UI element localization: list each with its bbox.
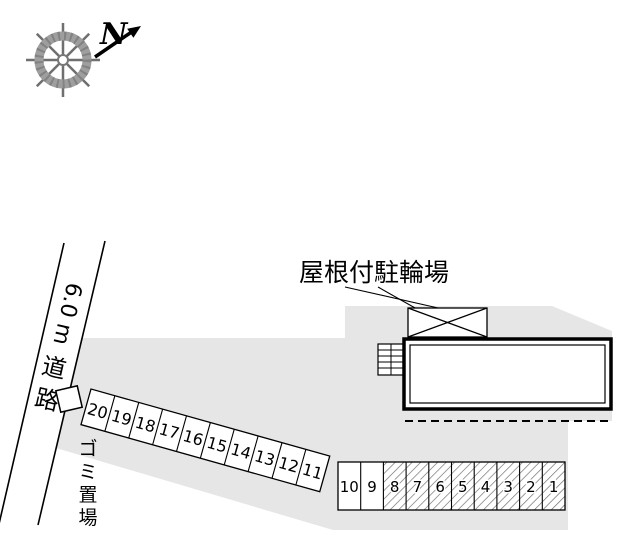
garbage-box — [54, 384, 84, 414]
compass-ring-texture — [34, 31, 92, 89]
stall-number: 14 — [229, 439, 254, 463]
building-outline — [402, 337, 613, 411]
compass-center — [57, 54, 69, 66]
garbage-area: ゴ ミ 置 場 — [54, 384, 98, 529]
stall-divider — [247, 435, 259, 472]
stall-number: 3 — [503, 478, 513, 496]
covered-bicycle-parking: 屋根付駐輪場 — [299, 258, 488, 338]
north-label: N — [99, 17, 129, 52]
stall-number: 8 — [390, 478, 400, 496]
north-arrow-shaft — [94, 29, 134, 59]
north-arrow-head — [127, 26, 141, 38]
stall-number: 15 — [205, 433, 230, 457]
compass-rose — [26, 23, 100, 97]
stall-number: 20 — [85, 399, 110, 423]
stall-number: 4 — [481, 478, 491, 496]
stall-number: 11 — [300, 460, 325, 484]
stairs-hatch — [378, 344, 404, 375]
road: 6.0 m 道 路 — [0, 240, 106, 526]
stall-number: 1 — [549, 478, 559, 496]
parking-row-diagonal: 20 19 18 17 16 15 14 13 12 11 — [80, 388, 331, 493]
stall-number: 19 — [109, 406, 134, 430]
stall-divider — [271, 442, 283, 479]
building-inner-line — [409, 344, 606, 404]
building — [377, 337, 613, 422]
stall-divider — [199, 422, 211, 459]
bicycle-parking-label: 屋根付駐輪場 — [299, 258, 449, 287]
garbage-label-char-2: ミ — [78, 461, 97, 483]
garbage-label-char-4: 場 — [78, 507, 97, 529]
bicycle-shed-diagonal — [407, 307, 488, 338]
stall-number: 5 — [458, 478, 468, 496]
garbage-label-char-3: 置 — [78, 484, 97, 506]
stall-number: 17 — [157, 419, 182, 443]
north-arrow: N — [94, 17, 141, 59]
stall-number: 13 — [252, 446, 277, 470]
stall-number: 7 — [413, 478, 423, 496]
stall-divider — [175, 415, 188, 452]
garbage-label-char-1: ゴ — [78, 438, 97, 460]
stall-divider — [128, 402, 140, 439]
leader-line — [344, 286, 448, 311]
stall-divider — [104, 395, 116, 432]
stall-number: 12 — [276, 453, 301, 477]
stall-number: 18 — [133, 413, 158, 437]
stall-number: 2 — [526, 478, 536, 496]
stall-number: 9 — [367, 478, 377, 496]
stall-number: 6 — [435, 478, 445, 496]
stall-divider — [295, 449, 307, 486]
stall-divider — [223, 429, 235, 466]
road-edge-right — [37, 240, 106, 526]
parking-row-bottom: 10 9 8 7 6 5 4 3 2 1 — [337, 461, 566, 511]
stall-divider — [152, 408, 164, 445]
stall-number: 10 — [340, 478, 359, 496]
stall-number: 16 — [181, 426, 206, 450]
road-edge-left — [0, 242, 65, 524]
